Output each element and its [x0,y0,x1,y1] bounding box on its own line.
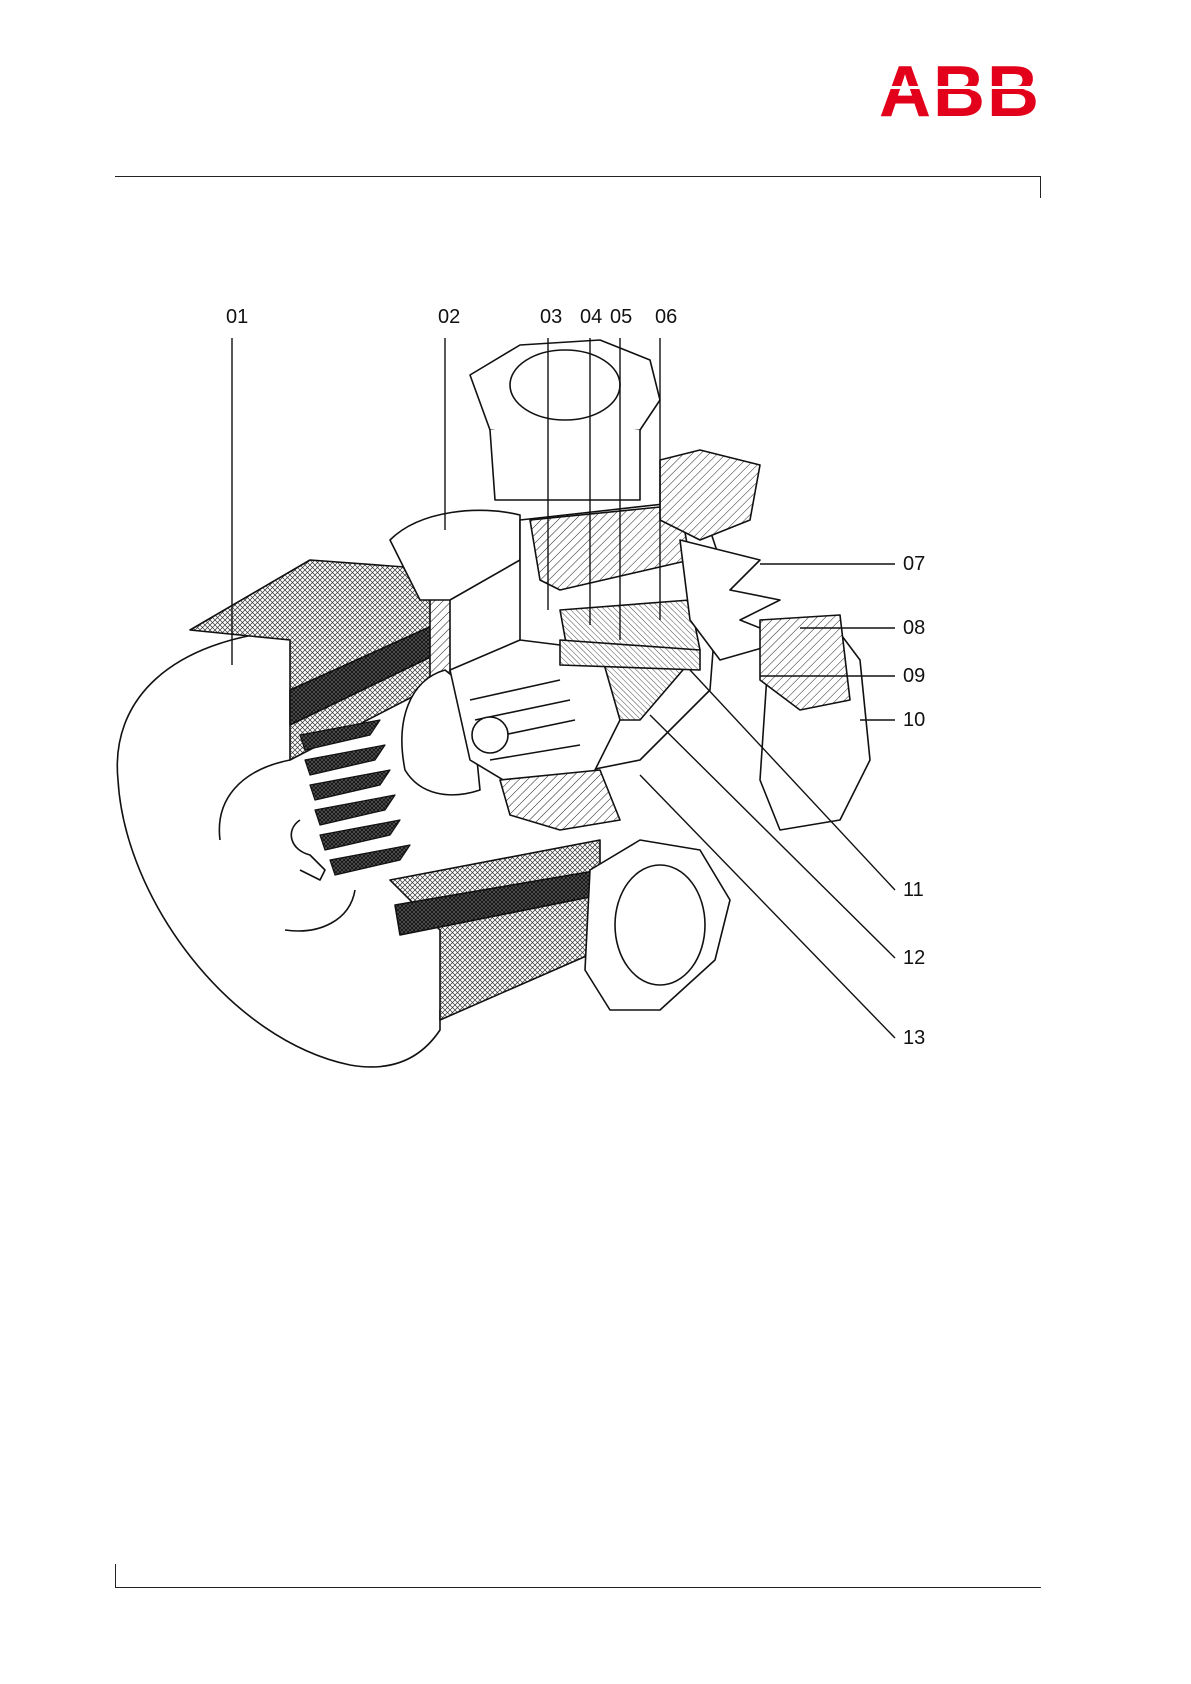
turbine-casing-top [660,450,760,540]
lower-casing-section [500,770,620,830]
callout-08: 08 [903,618,925,638]
callout-04: 04 [580,307,602,327]
wheel-nut [472,717,508,753]
callout-10: 10 [903,710,925,730]
callout-01: 01 [226,307,248,327]
callout-03: 03 [540,307,562,327]
callout-07: 07 [903,554,925,574]
gas-inlet-flange-top [470,340,660,440]
callout-02: 02 [438,307,460,327]
callout-06: 06 [655,307,677,327]
callout-12: 12 [903,948,925,968]
callout-09: 09 [903,666,925,686]
callout-13: 13 [903,1028,925,1048]
callout-11: 11 [903,880,924,900]
callout-05: 05 [610,307,632,327]
gas-inlet-neck [490,430,640,500]
